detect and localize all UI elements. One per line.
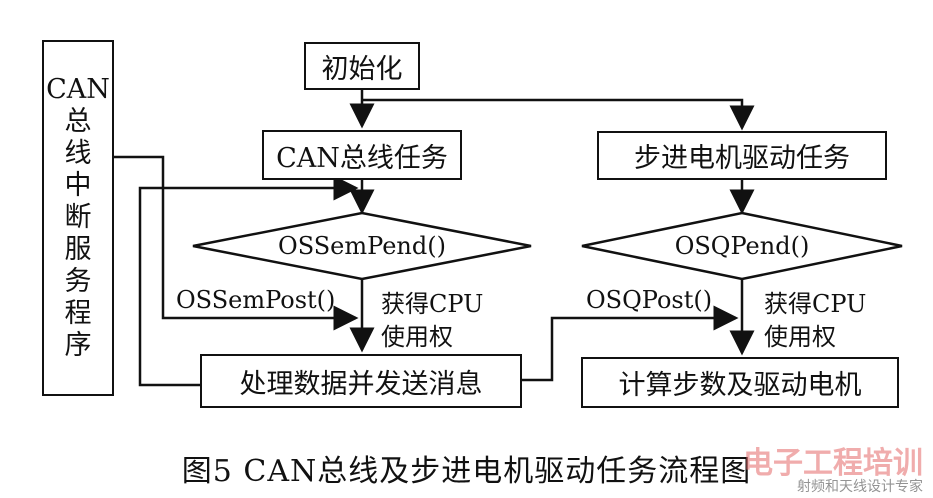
compute-box: 计算步数及驱动电机 bbox=[581, 357, 899, 408]
isr-box: CAN 总 线 中 断 服 务 程 序 bbox=[42, 40, 114, 396]
figure-caption: 图5 CAN总线及步进电机驱动任务流程图 bbox=[181, 454, 752, 489]
watermark: 电子工程培训 bbox=[743, 446, 923, 481]
watermark-sub: 射频和天线设计专家 bbox=[797, 479, 923, 495]
arrow-init-to-stepper bbox=[362, 98, 755, 131]
get-cpu-right-1: 获得CPU bbox=[764, 290, 867, 318]
arrow-process-loop bbox=[138, 175, 359, 387]
isr-line: 断 bbox=[64, 202, 92, 233]
can-task-box: CAN总线任务 bbox=[262, 130, 462, 180]
arrow-isr-sempost bbox=[113, 155, 359, 331]
sempend-label: OSSemPend() bbox=[278, 232, 446, 260]
get-cpu-right-2: 使用权 bbox=[764, 323, 836, 351]
sempend-diamond bbox=[192, 211, 532, 281]
qpost-label: OSQPost() bbox=[586, 286, 713, 314]
can-task-label: CAN总线任务 bbox=[276, 142, 448, 174]
isr-line: 程 bbox=[64, 298, 92, 329]
process-label: 处理数据并发送消息 bbox=[239, 368, 483, 400]
qpend-diamond bbox=[581, 211, 903, 281]
qpend-label: OSQPend() bbox=[674, 232, 810, 260]
isr-line: 线 bbox=[64, 138, 92, 169]
arrow-process-qpost bbox=[522, 305, 739, 382]
isr-line: 中 bbox=[64, 170, 92, 201]
process-box: 处理数据并发送消息 bbox=[200, 354, 522, 408]
isr-line: 总 bbox=[64, 106, 92, 137]
stepper-task-box: 步进电机驱动任务 bbox=[597, 131, 887, 180]
get-cpu-left-2: 使用权 bbox=[381, 323, 453, 351]
init-box: 初始化 bbox=[304, 42, 420, 90]
isr-line: 服 bbox=[64, 234, 92, 265]
isr-line: CAN bbox=[46, 74, 110, 105]
compute-label: 计算步数及驱动电机 bbox=[618, 370, 862, 401]
init-label: 初始化 bbox=[321, 53, 403, 85]
isr-line: 序 bbox=[64, 330, 92, 361]
isr-line: 务 bbox=[64, 266, 92, 297]
sempost-label: OSSemPost() bbox=[176, 286, 336, 314]
get-cpu-left-1: 获得CPU bbox=[381, 290, 484, 318]
stepper-task-label: 步进电机驱动任务 bbox=[634, 143, 850, 174]
